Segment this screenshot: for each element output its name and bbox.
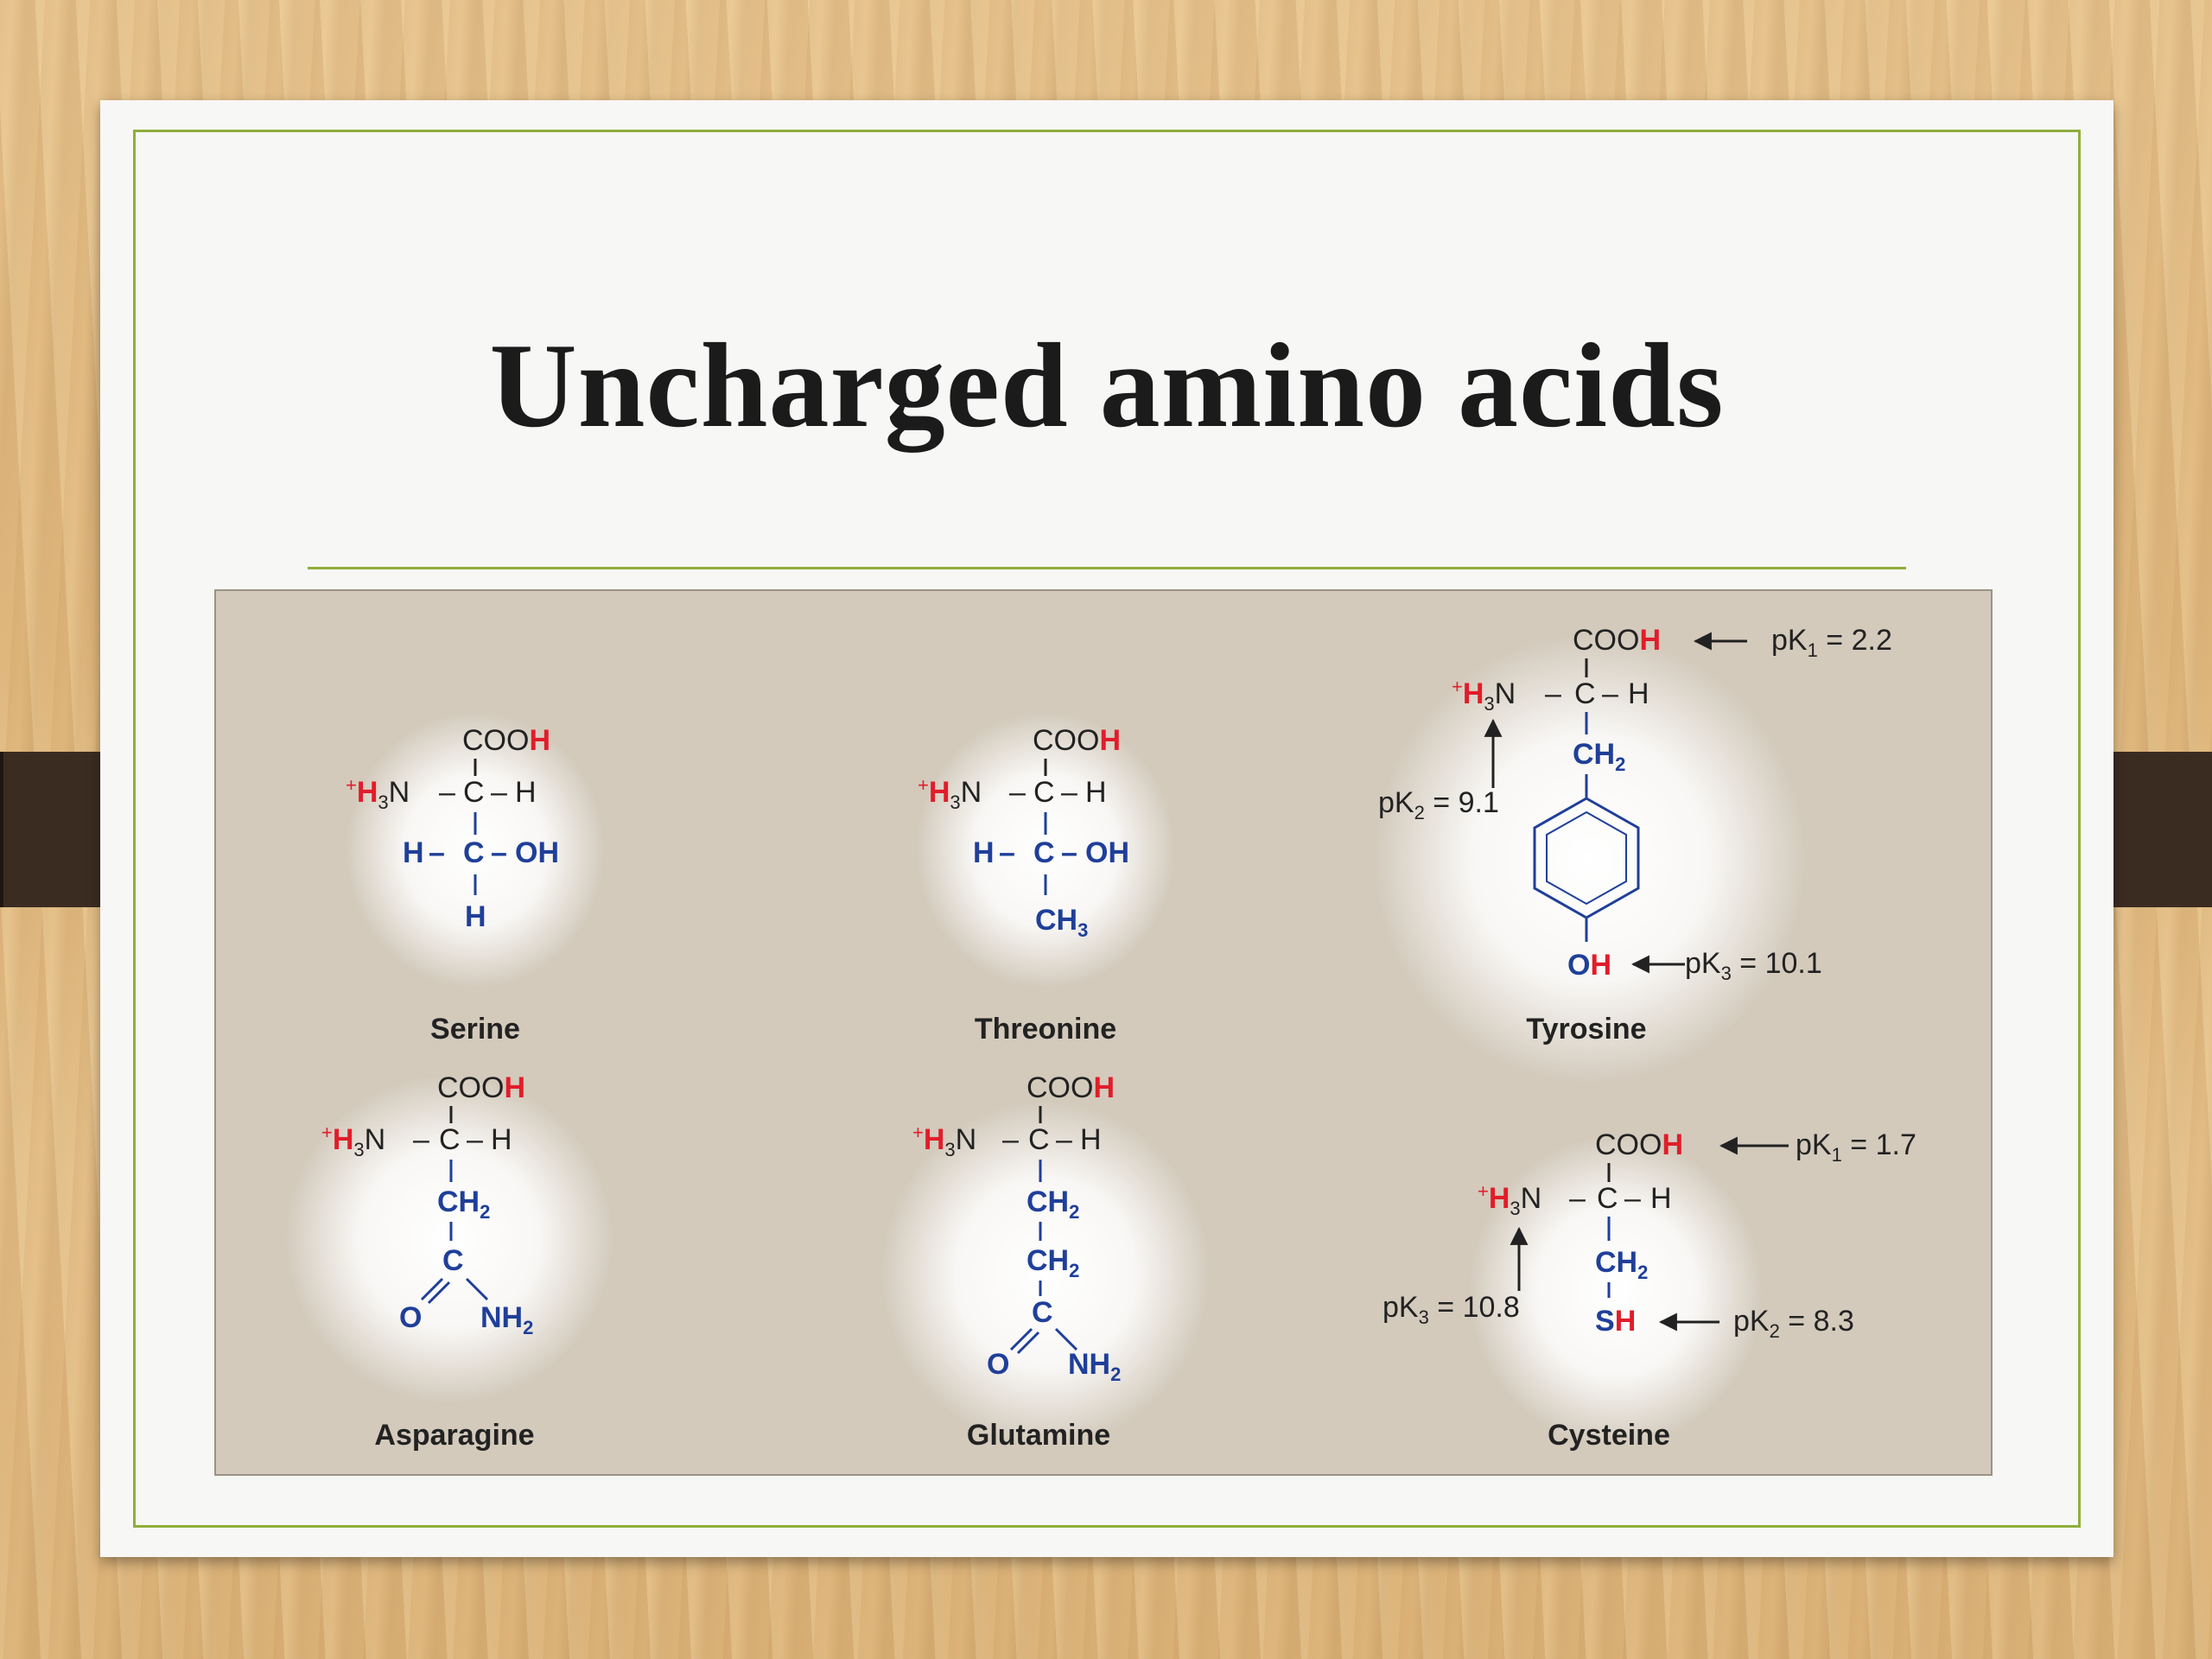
serine-dash-1: – (439, 776, 455, 809)
serine-alpha-h: H (515, 776, 537, 809)
threonine-dash-2: – (1061, 776, 1077, 809)
label-cysteine: Cysteine (1548, 1419, 1670, 1452)
structures-svg: COOH +H3N – C – H H – C – (285, 624, 1916, 1452)
serine-oh: OH (515, 836, 559, 869)
glow-serine (346, 712, 605, 988)
label-serine: Serine (430, 1013, 520, 1046)
asparagine-dash-1: – (413, 1123, 429, 1156)
serine-dash-3: – (429, 836, 445, 869)
asparagine-dash-2: – (467, 1123, 483, 1156)
tyrosine-alpha-h: H (1628, 677, 1649, 710)
threonine-ch3: CH3 (1035, 904, 1088, 941)
label-threonine: Threonine (975, 1013, 1116, 1046)
cysteine-alpha-h: H (1650, 1182, 1672, 1215)
tyrosine-pk2: pK2 = 9.1 (1378, 786, 1499, 823)
glow-tyrosine (1374, 634, 1806, 1084)
threonine-dash-4: – (1061, 836, 1077, 869)
tyrosine-oh: OH (1567, 949, 1611, 982)
glow-glutamine (881, 1101, 1210, 1446)
glutamine-ch2-a: CH2 (1027, 1185, 1079, 1223)
tyrosine-dash-1: – (1545, 677, 1561, 710)
glutamine-dash-2: – (1056, 1123, 1072, 1156)
cysteine-dash-2: – (1624, 1182, 1641, 1215)
serine-dash-4: – (491, 836, 507, 869)
asparagine-ch2: CH2 (437, 1185, 490, 1223)
serine-alpha-c: C (463, 776, 485, 809)
label-tyrosine: Tyrosine (1526, 1013, 1646, 1046)
glutamine-ch2-b: CH2 (1027, 1244, 1079, 1281)
serine-side-h: H (403, 836, 424, 869)
serine-bottom-h: H (465, 900, 486, 933)
asparagine-cooh: COOH (437, 1071, 525, 1104)
threonine-oh: OH (1085, 836, 1129, 869)
asparagine-amide-c: C (442, 1244, 464, 1277)
asparagine-alpha-c: C (439, 1123, 461, 1156)
structure-serine: COOH +H3N – C – H H – C – (346, 724, 559, 933)
glow-asparagine (285, 1075, 613, 1403)
asparagine-amine: +H3N (321, 1122, 385, 1160)
structure-asparagine: COOH +H3N – C – H CH2 C (321, 1071, 533, 1338)
label-asparagine: Asparagine (374, 1419, 534, 1452)
tyrosine-pk1: pK1 = 2.2 (1771, 624, 1892, 661)
tyrosine-alpha-c: C (1574, 677, 1596, 710)
asparagine-alpha-h: H (491, 1123, 512, 1156)
glutamine-cooh: COOH (1027, 1071, 1115, 1104)
tyrosine-pk3: pK3 = 10.1 (1685, 947, 1822, 984)
cysteine-alpha-c: C (1597, 1182, 1618, 1215)
glutamine-alpha-c: C (1028, 1123, 1050, 1156)
glow-threonine (916, 712, 1175, 988)
serine-dash-2: – (491, 776, 507, 809)
cysteine-pk1: pK1 = 1.7 (1796, 1128, 1916, 1166)
cysteine-amine: +H3N (1478, 1180, 1541, 1219)
asparagine-o: O (399, 1301, 422, 1334)
tyrosine-ch2: CH2 (1573, 738, 1625, 775)
cysteine-ch2: CH2 (1595, 1246, 1648, 1283)
structure-threonine: COOH +H3N – C – H H – C – (918, 724, 1129, 941)
label-glutamine: Glutamine (967, 1419, 1110, 1452)
slide-card: Uncharged amino acids (100, 100, 2113, 1557)
serine-beta-c: C (463, 836, 485, 869)
slide-frame (133, 130, 2081, 1528)
tyrosine-amine: +H3N (1452, 676, 1516, 715)
threonine-dash-3: – (999, 836, 1015, 869)
glutamine-o: O (987, 1348, 1009, 1381)
threonine-alpha-c: C (1033, 776, 1055, 809)
structure-glutamine: COOH +H3N – C – H CH2 CH2 (912, 1071, 1121, 1385)
glutamine-amine: +H3N (912, 1122, 976, 1160)
threonine-alpha-h: H (1085, 776, 1107, 809)
threonine-dash-1: – (1009, 776, 1026, 809)
threonine-beta-c: C (1033, 836, 1055, 869)
title-divider (308, 567, 1906, 569)
threonine-amine: +H3N (918, 774, 982, 813)
cysteine-pk3: pK3 = 10.8 (1382, 1291, 1520, 1328)
cysteine-sh: SH (1595, 1305, 1636, 1338)
glutamine-amide-c: C (1032, 1296, 1053, 1329)
cysteine-pk2: pK2 = 8.3 (1733, 1305, 1854, 1342)
glutamine-nh2: NH2 (1068, 1348, 1121, 1385)
structure-cysteine: COOH pK1 = 1.7 +H3N – C – H (1382, 1128, 1916, 1342)
glutamine-dash-1: – (1002, 1123, 1019, 1156)
asparagine-nh2: NH2 (480, 1301, 533, 1338)
tyrosine-dash-2: – (1602, 677, 1618, 710)
threonine-cooh: COOH (1033, 724, 1121, 757)
threonine-side-h: H (973, 836, 995, 869)
serine-cooh: COOH (462, 724, 550, 757)
glow-cysteine (1469, 1135, 1763, 1446)
serine-amine: +H3N (346, 774, 410, 813)
tyrosine-cooh: COOH (1573, 624, 1661, 657)
glutamine-alpha-h: H (1080, 1123, 1102, 1156)
cysteine-cooh: COOH (1595, 1128, 1683, 1161)
cysteine-dash-1: – (1569, 1182, 1586, 1215)
slide-title: Uncharged amino acids (489, 319, 1725, 453)
structure-tyrosine: COOH pK1 = 2.2 +H3N – C – H (1378, 624, 1892, 984)
amino-acid-figure: COOH +H3N – C – H H – C – (214, 589, 1993, 1476)
